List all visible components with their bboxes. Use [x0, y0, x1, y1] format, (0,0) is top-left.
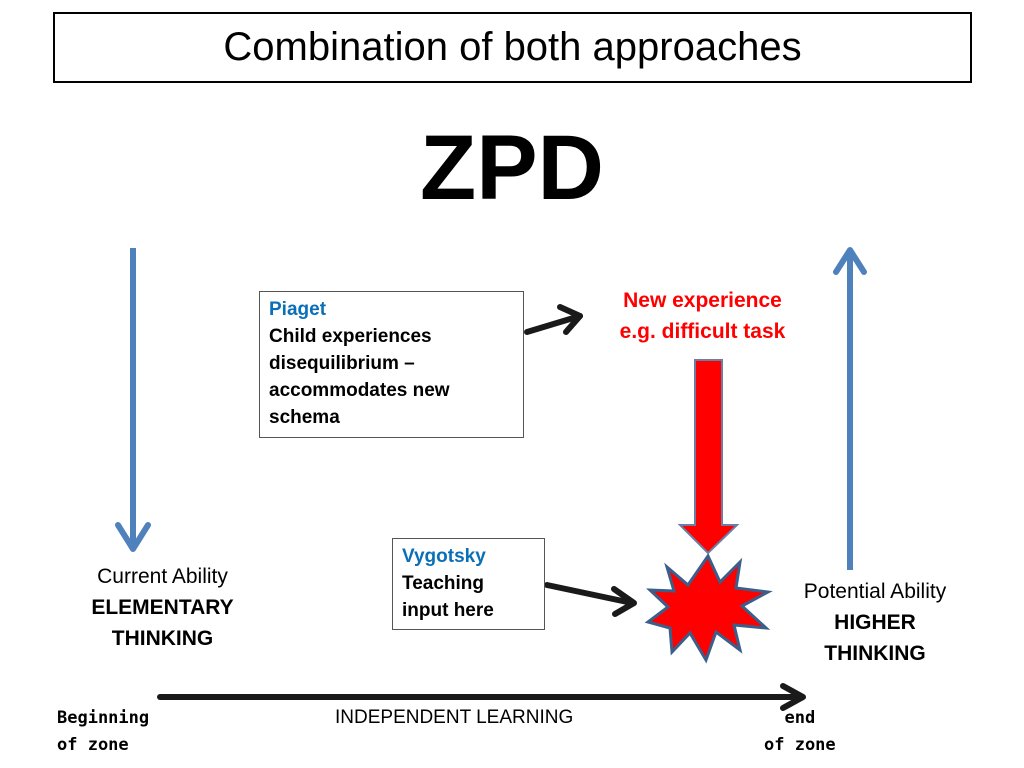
- piaget-arrow: [524, 304, 583, 335]
- current-ability-line-1: ELEMENTARY: [91, 596, 234, 619]
- new-experience-label: New experience e.g. difficult task: [580, 285, 825, 347]
- end-line-1: end: [784, 708, 816, 728]
- potential-ability-line-2: THINKING: [824, 642, 926, 665]
- potential-ability-label: Potential Ability HIGHER THINKING: [775, 576, 975, 669]
- current-ability-label: Current Ability ELEMENTARY THINKING: [60, 561, 265, 654]
- independent-learning-arrow: [157, 683, 806, 711]
- blue-up-arrow: [833, 247, 867, 570]
- red-burst-shape: [644, 552, 773, 664]
- blue-down-arrow: [115, 248, 151, 552]
- new-experience-line-1: New experience: [623, 289, 782, 312]
- page-title: Combination of both approaches: [223, 25, 802, 69]
- new-experience-line-2: e.g. difficult task: [619, 320, 786, 343]
- vygotsky-line-2: input here: [402, 600, 494, 621]
- piaget-line-3: accommodates new: [269, 380, 450, 401]
- vygotsky-arrow: [544, 582, 637, 617]
- beginning-line-1: Beginning: [57, 708, 150, 728]
- independent-learning-label: INDEPENDENT LEARNING: [335, 707, 574, 728]
- zpd-heading: ZPD: [420, 117, 604, 219]
- beginning-of-zone-label: Beginning of zone: [57, 705, 149, 759]
- piaget-line-1: Child experiences: [269, 326, 432, 347]
- beginning-line-2: of zone: [57, 735, 129, 755]
- red-down-arrow: [677, 359, 740, 555]
- title-box: Combination of both approaches: [53, 12, 972, 83]
- piaget-line-4: schema: [269, 407, 340, 428]
- potential-ability-line-1: HIGHER: [834, 611, 916, 634]
- current-ability-title: Current Ability: [97, 565, 228, 588]
- vygotsky-line-1: Teaching: [402, 573, 484, 594]
- end-line-2: of zone: [764, 735, 836, 755]
- potential-ability-title: Potential Ability: [803, 580, 947, 603]
- piaget-line-2: disequilibrium –: [269, 353, 415, 374]
- piaget-title: Piaget: [269, 299, 327, 320]
- vygotsky-title: Vygotsky: [402, 546, 486, 567]
- current-ability-line-2: THINKING: [111, 627, 214, 650]
- end-of-zone-label: end of zone: [764, 705, 836, 759]
- vygotsky-box: Vygotsky Teaching input here: [392, 538, 545, 630]
- piaget-box: Piaget Child experiences disequilibrium …: [259, 291, 524, 438]
